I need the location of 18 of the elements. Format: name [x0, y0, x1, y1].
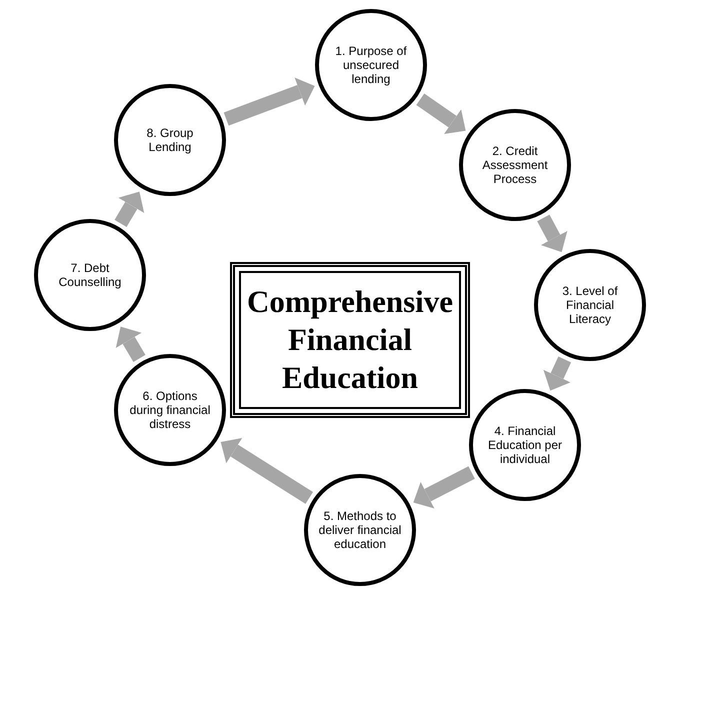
center-box [230, 262, 470, 418]
block-arrow [114, 192, 144, 227]
stage-label: 8. Group Lending [146, 126, 194, 154]
stage-label: 6. Options during financial distress [128, 389, 212, 431]
center-title: Comprehensive Financial Education [246, 283, 454, 397]
block-arrow [537, 214, 568, 252]
stage-label: 5. Methods to deliver financial education [318, 509, 402, 551]
block-arrow [543, 356, 572, 391]
stage-label: 7. Debt Counselling [58, 261, 122, 289]
block-arrow [224, 78, 315, 126]
stage-label: 2. Credit Assessment Process [481, 144, 549, 186]
block-arrow [416, 93, 466, 134]
block-arrow [413, 466, 475, 509]
block-arrow [116, 326, 146, 362]
block-arrow [220, 438, 313, 504]
stage-label: 1. Purpose of unsecured lending [334, 44, 408, 86]
stage-label: 4. Financial Education per individual [486, 424, 564, 466]
stage-label: 3. Level of Financial Literacy [561, 284, 619, 326]
